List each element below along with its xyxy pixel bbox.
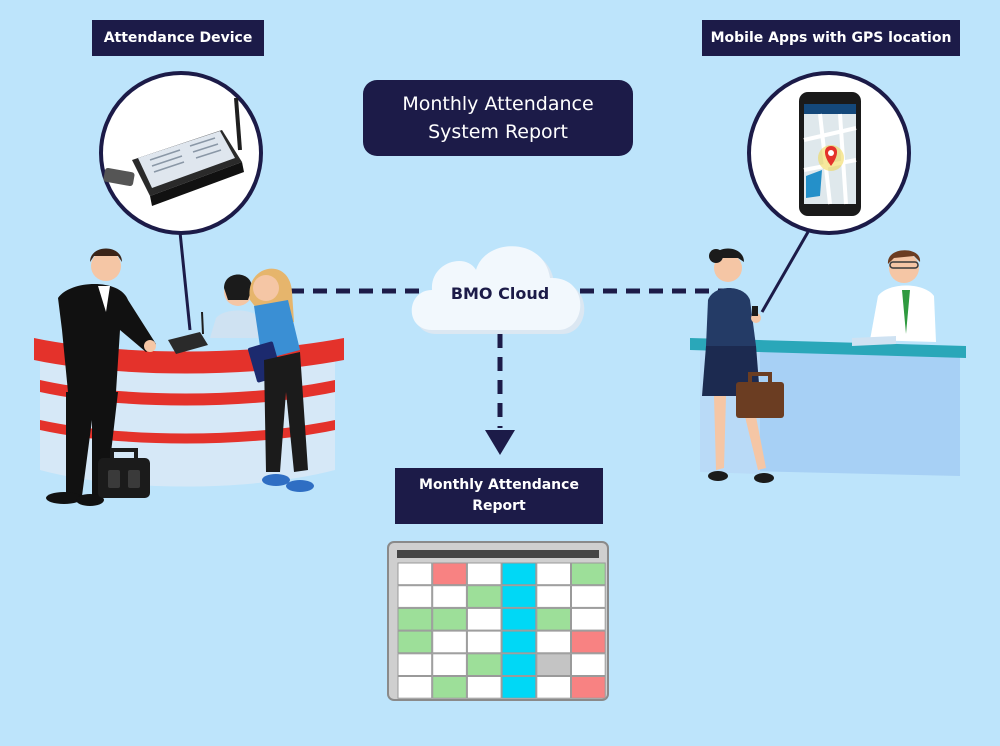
calendar-cell — [536, 630, 571, 654]
calendar-report — [387, 541, 609, 701]
calendar-cell — [397, 585, 433, 608]
calendar-cell — [501, 630, 537, 654]
mobile-callout-line — [760, 231, 810, 313]
calendar-cell — [536, 562, 571, 586]
calendar-cell — [466, 676, 502, 699]
calendar-cell — [571, 676, 606, 699]
calendar-cell — [501, 653, 537, 676]
calendar-cell — [571, 630, 606, 654]
calendar-cell — [501, 676, 537, 699]
calendar-cell — [397, 562, 433, 586]
mobile-apps-label: Mobile Apps with GPS location — [702, 20, 960, 56]
calendar-cell — [432, 653, 467, 676]
office-scene — [690, 248, 966, 483]
calendar-cell — [536, 585, 571, 608]
calendar-cells — [397, 562, 606, 699]
diagram-title: Monthly Attendance System Report — [363, 80, 633, 156]
calendar-cell — [432, 585, 467, 608]
briefcase-icon — [98, 448, 150, 498]
map-pin-icon — [824, 146, 838, 166]
calendar-cell — [432, 607, 467, 631]
calendar-cell — [536, 653, 571, 676]
attendance-terminal-icon — [99, 71, 263, 235]
calendar-cell — [466, 562, 502, 586]
cloud-label: BMO Cloud — [450, 284, 550, 303]
calendar-cell — [466, 653, 502, 676]
calendar-cell — [466, 607, 502, 631]
calendar-cell — [536, 676, 571, 699]
calendar-cell — [397, 607, 433, 631]
report-label: Monthly Attendance Report — [395, 468, 603, 524]
reception-scene — [34, 248, 344, 506]
calendar-cell — [432, 562, 467, 586]
calendar-cell — [466, 630, 502, 654]
calendar-cell — [536, 607, 571, 631]
calendar-cell — [397, 653, 433, 676]
calendar-cell — [397, 676, 433, 699]
cloud-icon — [411, 246, 585, 334]
calendar-cell — [466, 585, 502, 608]
calendar-cell — [571, 653, 606, 676]
calendar-cell — [432, 676, 467, 699]
calendar-cell — [501, 585, 537, 608]
calendar-cell — [501, 562, 537, 586]
smartphone-map-icon — [747, 71, 911, 235]
calendar-cell — [432, 630, 467, 654]
arrow-head-down — [485, 430, 515, 455]
attendance-device-label: Attendance Device — [92, 20, 264, 56]
connectors — [290, 288, 735, 428]
calendar-cell — [571, 607, 606, 631]
calendar-cell — [571, 562, 606, 586]
calendar-cell — [571, 585, 606, 608]
calendar-cell — [397, 630, 433, 654]
device-callout-line — [178, 231, 192, 331]
calendar-cell — [501, 607, 537, 631]
